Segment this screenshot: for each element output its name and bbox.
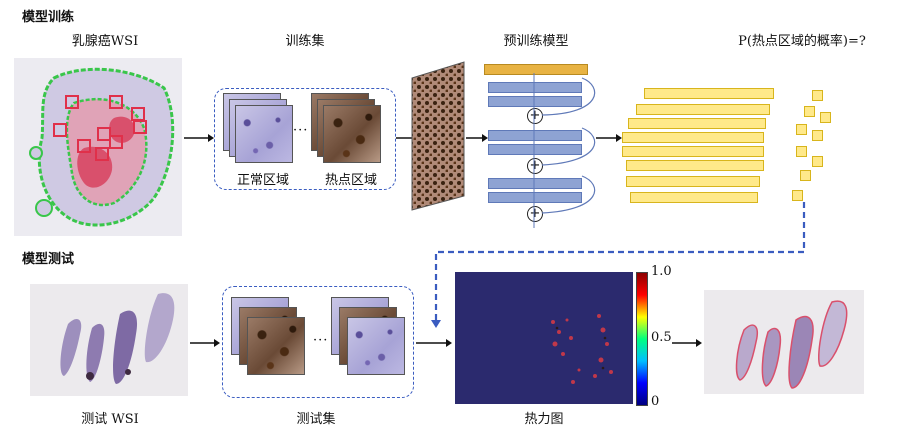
feature-bar-3 [628,118,766,129]
arrow-heatmap-to-result [672,337,702,349]
feature-bar-2 [636,104,770,115]
output-cube-8 [800,170,811,181]
test-set-label: 测试集 [276,408,356,427]
colorbar-tick-min: 0 [651,394,659,409]
pretrained-model-label: 预训练模型 [488,30,584,49]
feature-bar-4 [622,132,764,143]
output-cube-5 [812,130,823,141]
test-wsi-label: 测试 WSI [60,408,160,427]
output-cube-2 [804,106,815,117]
train-set-label: 训练集 [265,30,345,49]
arrow-wsi-to-trainset [184,132,214,144]
feature-bar-1 [644,88,774,99]
colorbar-tick-mid: 0.5 [651,330,672,345]
output-cube-7 [812,156,823,167]
feature-bar-6 [626,160,764,171]
output-cube-3 [820,112,831,123]
test-section-title: 模型测试 [22,248,74,267]
colorbar-tick-max: 1.0 [651,264,672,279]
output-cube-6 [796,146,807,157]
test-ellipsis: ··· [313,333,328,348]
train-ellipsis: ··· [293,123,308,138]
heatmap-image [455,272,633,404]
arrow-testwsi-to-testset [190,337,220,349]
feature-bar-7 [626,176,760,187]
train-wsi-label: 乳腺癌WSI [50,30,160,49]
training-set-box: ··· 正常区域 热点区域 [214,88,396,190]
test-wsi-image [30,284,188,396]
heatmap-label: 热力图 [504,408,584,427]
heatmap-colorbar [636,272,648,406]
hot-region-label: 热点区域 [311,169,391,188]
test-tile-6 [347,317,405,375]
test-tile-3 [247,317,305,375]
arrow-testset-to-heatmap [416,337,452,349]
output-cube-1 [812,90,823,101]
probability-label: P(热点区域的概率)=? [712,30,892,49]
feature-bar-5 [622,146,764,157]
normal-tile-3 [235,105,293,163]
output-cube-4 [796,124,807,135]
hot-tile-3 [323,105,381,163]
input-patch-image [408,60,468,212]
result-wsi-image [704,290,864,394]
breast-cancer-wsi-image [14,58,182,236]
normal-region-label: 正常区域 [223,169,303,188]
test-set-box: ··· [222,286,414,398]
train-section-title: 模型训练 [22,6,74,25]
arrow-model-to-features [596,132,622,144]
